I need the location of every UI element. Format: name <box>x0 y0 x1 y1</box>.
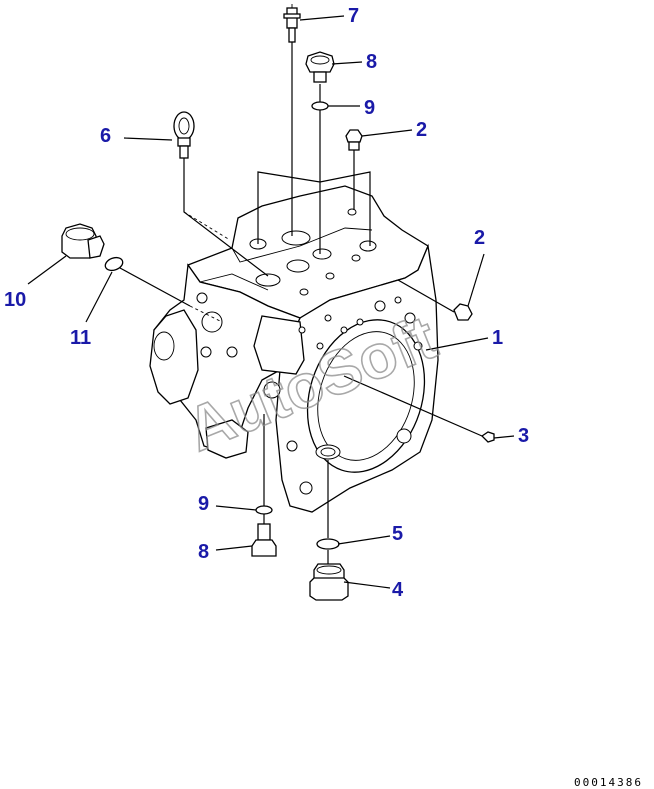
callout-3: 3 <box>518 425 529 447</box>
callout-8-top: 8 <box>366 51 377 73</box>
part-10-large-plug <box>61 223 105 259</box>
callout-labels: 7 8 9 2 6 2 10 11 1 3 9 5 8 4 <box>4 5 529 601</box>
part-8-plug-bottom <box>251 523 277 557</box>
pump-housing <box>149 185 439 513</box>
part-9-oring-bottom <box>255 505 273 515</box>
callout-9-top: 9 <box>364 97 375 119</box>
part-11-oring <box>104 256 124 272</box>
part-4-plug <box>309 563 349 601</box>
part-2-plug-right <box>453 303 473 321</box>
callout-2-right: 2 <box>474 227 485 249</box>
part-6-eye-bolt <box>173 111 195 159</box>
part-9-oring-top <box>311 101 329 111</box>
part-2-plug-top <box>345 129 363 151</box>
assembly-lines <box>119 42 483 564</box>
leader-lines <box>27 15 515 589</box>
callout-2-top: 2 <box>416 119 427 141</box>
callout-7: 7 <box>348 5 359 27</box>
callout-6: 6 <box>100 125 111 147</box>
callout-9-bottom: 9 <box>198 493 209 515</box>
part-3-pin <box>480 431 495 443</box>
part-7-fitting <box>283 4 301 43</box>
callout-10: 10 <box>4 289 26 311</box>
callout-5: 5 <box>392 523 403 545</box>
callout-4: 4 <box>392 579 404 601</box>
part-8-plug-top <box>305 51 335 83</box>
callout-1: 1 <box>492 327 503 349</box>
callout-8-bottom: 8 <box>198 541 209 563</box>
callout-11: 11 <box>70 327 91 349</box>
reference-number: 00014386 <box>574 776 643 789</box>
part-5-oring <box>316 538 340 550</box>
